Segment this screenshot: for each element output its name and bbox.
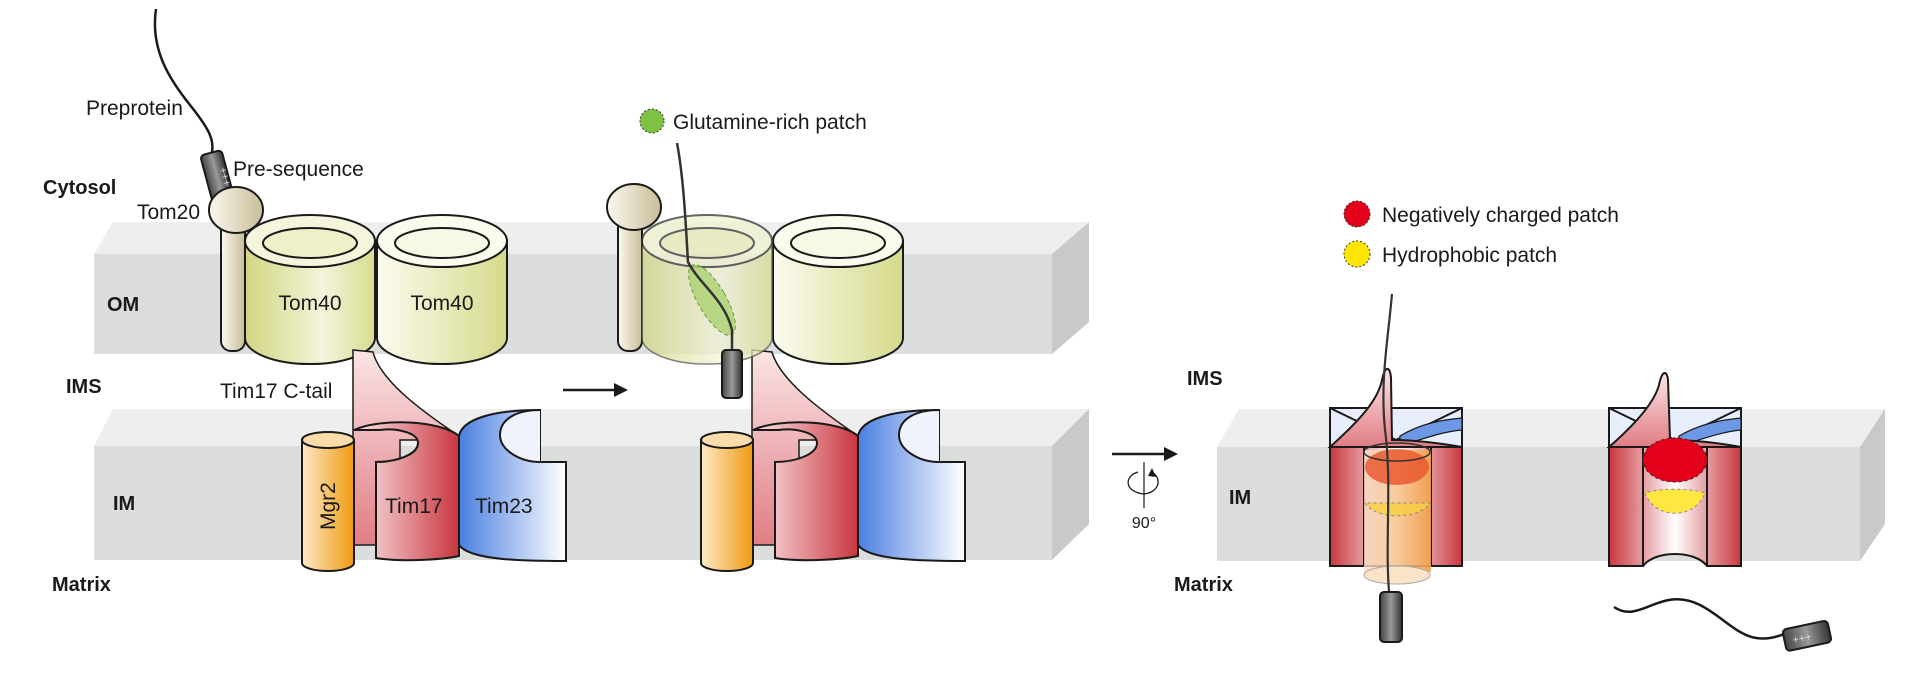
tom40-a-label: Tom40: [278, 292, 341, 315]
panel-1-complex: Preprotein +++ Pre-sequence Tom20 Tom40 …: [86, 8, 567, 572]
inner-membrane-slab-right: [1217, 409, 1885, 561]
presequence-cylinder-2: [721, 349, 743, 399]
om-label: OM: [107, 294, 139, 316]
svg-text:+++: +++: [1791, 631, 1812, 647]
tim23-2: [857, 408, 966, 563]
svg-text:+++: +++: [216, 166, 233, 188]
presequence-label: Pre-sequence: [233, 158, 364, 181]
negative-swatch: [1343, 200, 1371, 228]
mgr2-2: [700, 431, 754, 572]
negative-patch: [1365, 449, 1429, 485]
cytosol-label: Cytosol: [43, 177, 116, 199]
rotation-icon: [1127, 471, 1159, 495]
tim17: [353, 421, 460, 562]
tom40-b-label: Tom40: [410, 292, 473, 315]
tom40-channel-b: [376, 214, 508, 365]
tom20-label: Tom20: [137, 201, 200, 224]
legend-negative: Negatively charged patch: [1343, 200, 1619, 228]
hydrophobic-patch-2: [1644, 488, 1706, 514]
ims-label-right: IMS: [1187, 368, 1223, 390]
pore-cross-section-translocating: [1327, 293, 1463, 643]
tim17-2: [752, 421, 859, 562]
tom40-channel-a: [244, 214, 376, 365]
legend-hydrophobic: Hydrophobic patch: [1343, 240, 1557, 268]
mgr2-label: Mgr2: [317, 482, 340, 530]
panel-2-complex: [606, 142, 966, 572]
glutamine-legend-label: Glutamine-rich patch: [673, 111, 867, 134]
matrix-label-right: Matrix: [1174, 574, 1233, 596]
step-arrow-1: [563, 383, 628, 397]
rotate-90-arrow: 90°: [1112, 447, 1178, 532]
preprotein-chain-3: [1382, 293, 1394, 593]
tim23-label: Tim23: [475, 495, 533, 518]
tom40-channel-c: [772, 214, 904, 365]
negative-legend-label: Negatively charged patch: [1382, 204, 1619, 227]
released-preprotein-chain: [1613, 598, 1785, 640]
presequence-cylinder-3: [1379, 591, 1403, 643]
im-label-right: IM: [1229, 487, 1251, 509]
negative-patch-2: [1642, 437, 1708, 483]
tim17-label: Tim17: [385, 495, 443, 518]
tom20-2: [606, 183, 662, 352]
pore-cross-section-empty: [1606, 372, 1742, 567]
preprotein-label: Preprotein: [86, 97, 183, 120]
rotation-label: 90°: [1132, 515, 1156, 532]
mgr2: [301, 431, 355, 572]
released-presequence-cylinder: +++: [1781, 619, 1833, 652]
hydrophobic-legend-label: Hydrophobic patch: [1382, 244, 1557, 267]
hydrophobic-patch: [1364, 502, 1431, 517]
legend-glutamine: Glutamine-rich patch: [639, 108, 867, 134]
im-label: IM: [113, 493, 135, 515]
hydrophobic-swatch: [1343, 240, 1371, 268]
tim17-ctail-label: Tim17 C-tail: [220, 380, 332, 403]
tim23: [458, 408, 567, 563]
glutamine-swatch: [639, 108, 665, 134]
ims-label: IMS: [66, 376, 102, 398]
preprotein-chain-2: [675, 142, 734, 350]
tom20: [208, 186, 264, 352]
preprotein-chain: [153, 8, 214, 153]
matrix-label: Matrix: [52, 574, 111, 596]
